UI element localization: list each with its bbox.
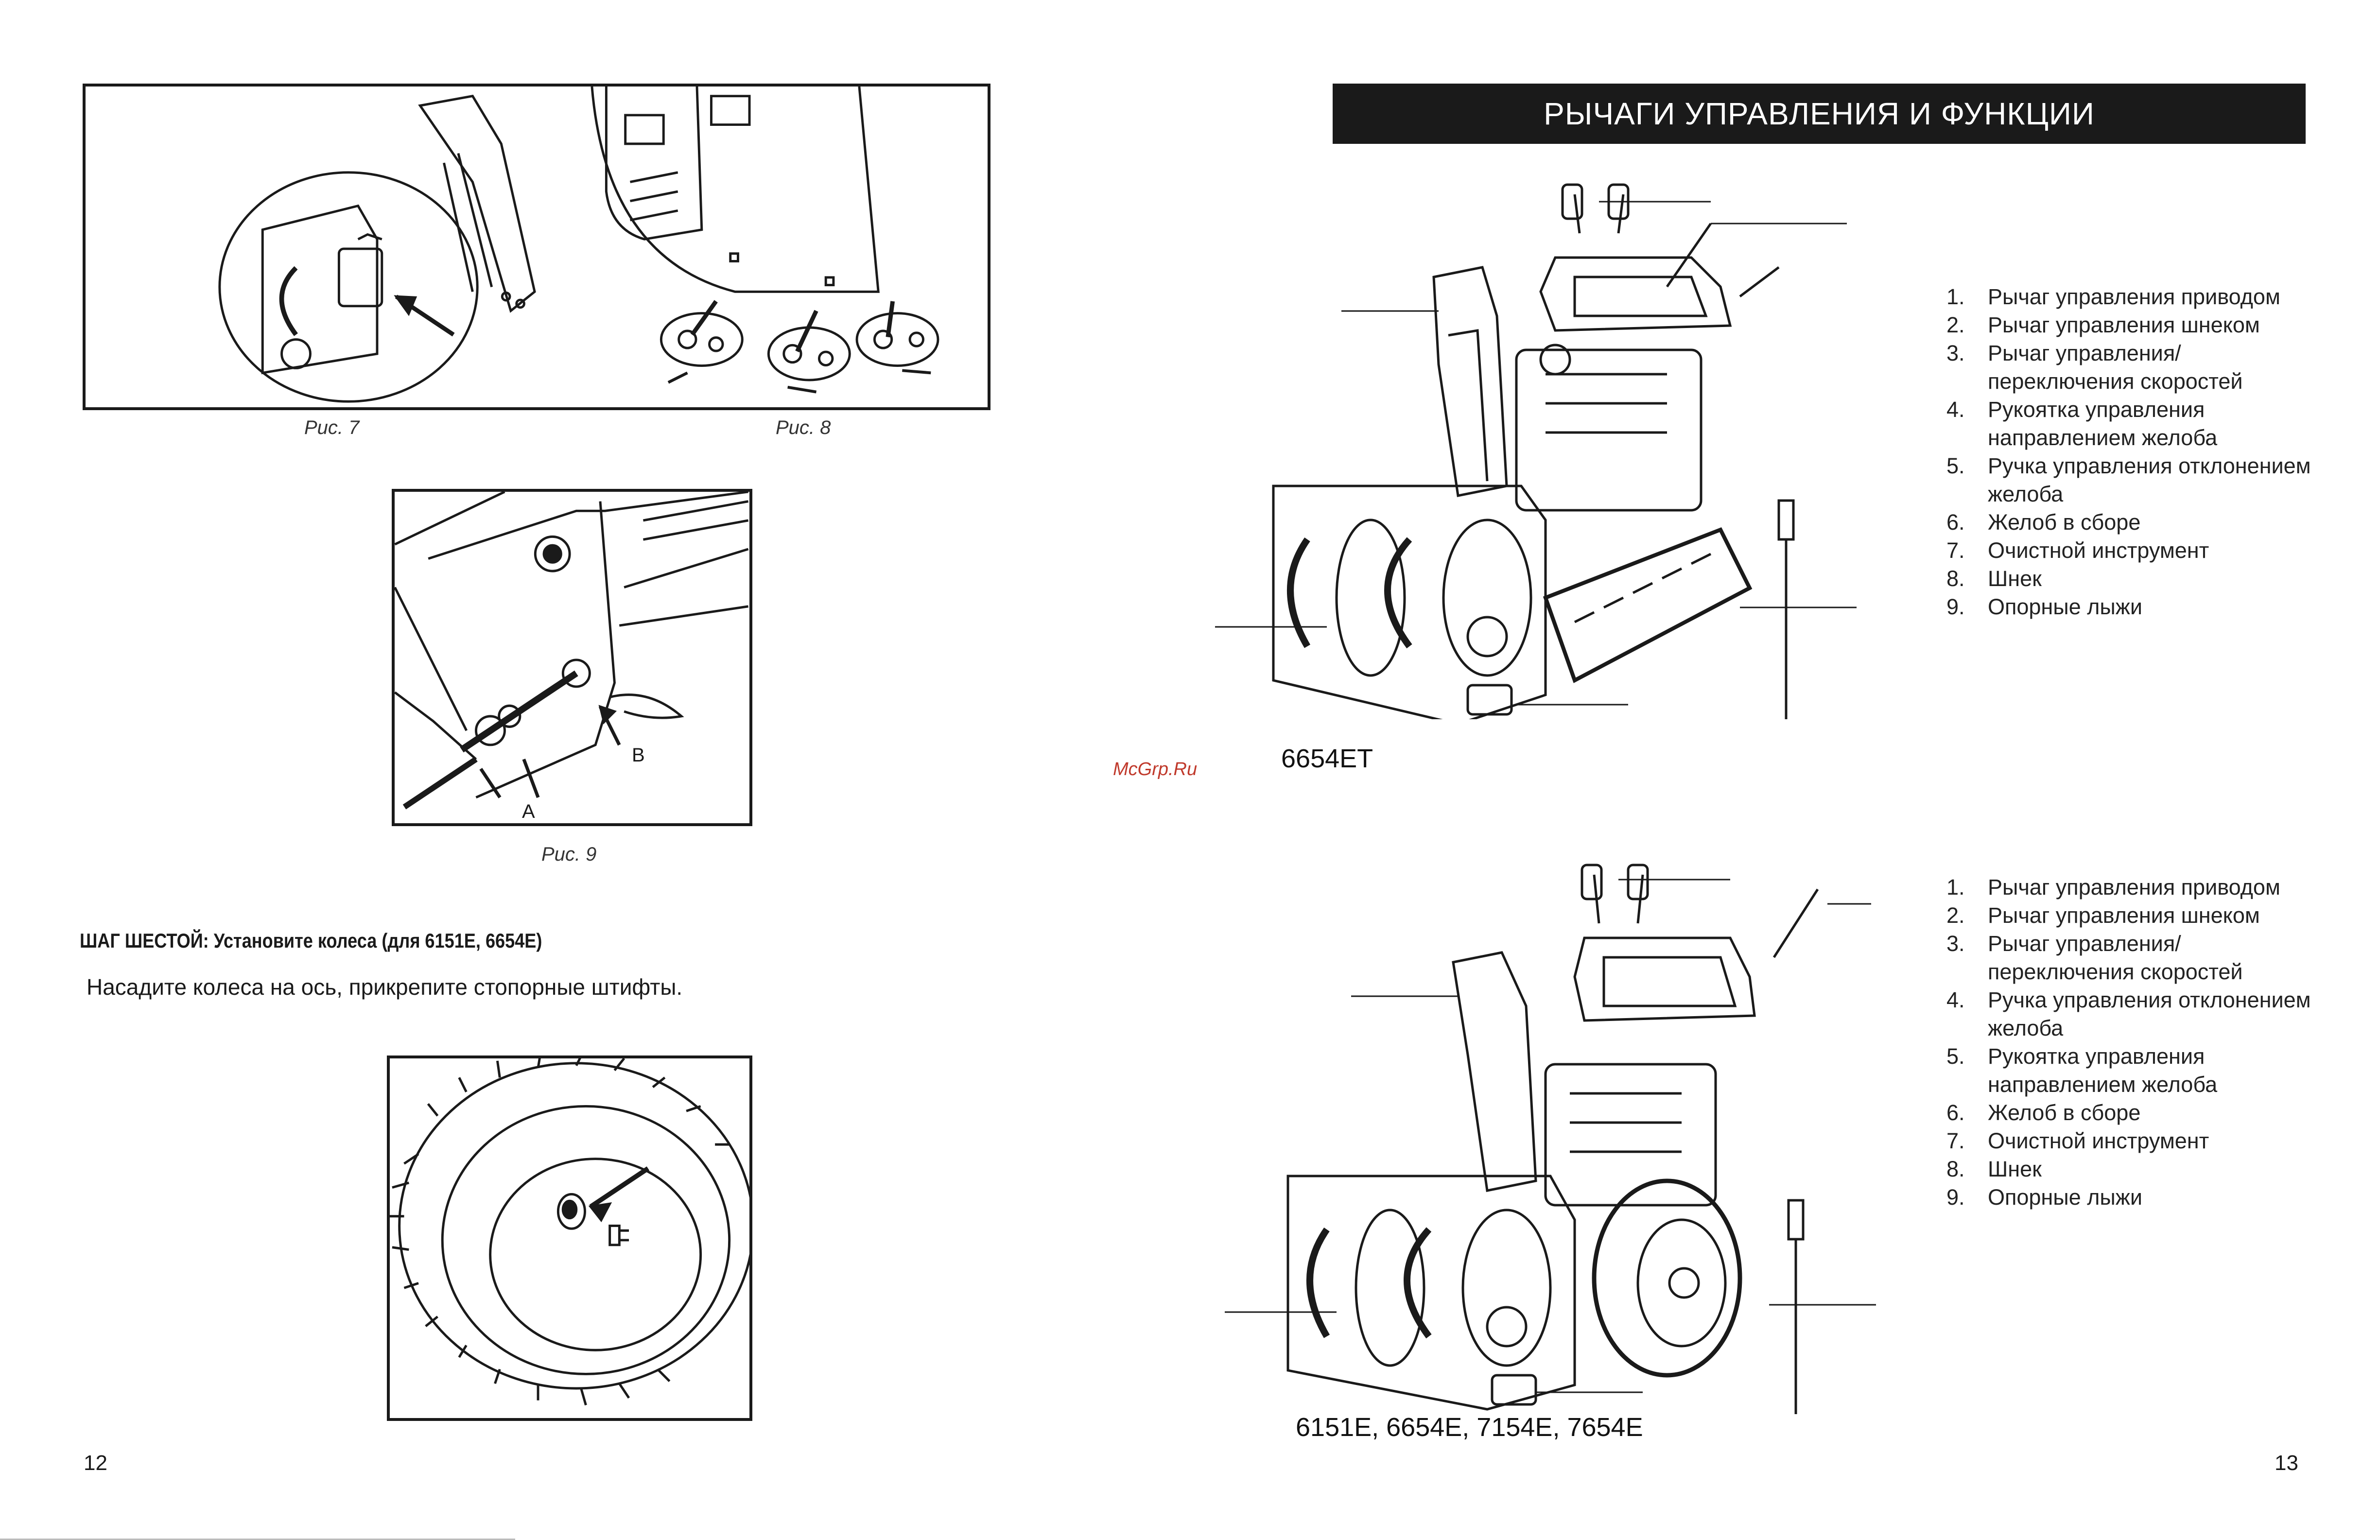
wheel-drawing (390, 1058, 749, 1406)
fig7-caption: Рис. 7 (304, 417, 360, 438)
legend-item: 5. Ручка управления отклонением желоба (1946, 452, 2316, 508)
legend-item: 9. Опорные лыжи (1946, 593, 2316, 621)
legend-item: 7. Очистной инструмент (1946, 1127, 2316, 1155)
banner-title: РЫЧАГИ УПРАВЛЕНИЯ И ФУНКЦИИ (1544, 96, 2095, 131)
legend-item-text: Очистной инструмент (1988, 1128, 2209, 1153)
legend-item-number: 5. (1946, 453, 1965, 478)
legend-item-number: 6. (1946, 1100, 1965, 1125)
fig9-label-b: B (632, 744, 645, 766)
step-six-body: Насадите колеса на ось, прикрепите стопо… (87, 974, 683, 1000)
legend-item-number: 7. (1946, 538, 1965, 563)
legend-item-number: 8. (1946, 566, 1965, 591)
legend-item-text: Рукоятка управления направлением желоба (1988, 397, 2218, 450)
model-bottom-label: 6151E, 6654E, 7154E, 7654E (1296, 1413, 1643, 1442)
legend-item-number: 3. (1946, 341, 1965, 365)
legend-item-text: Рычаг управления шнеком (1988, 312, 2260, 337)
wheel-illustration (387, 1056, 752, 1421)
legend-item: 2. Рычаг управления шнеком (1946, 311, 2316, 339)
legend-item: 7. Очистной инструмент (1946, 536, 2316, 565)
legend-item-number: 4. (1946, 397, 1965, 422)
legend-bottom: 1. Рычаг управления приводом 2. Рычаг управ… (1946, 873, 2316, 1211)
legend-item-number: 3. (1946, 931, 1965, 956)
figure-7-8-drawing (218, 87, 939, 403)
legend-item-number: 2. (1946, 312, 1965, 337)
legend-item: 3. Рычаг управления/ переключения скорост… (1946, 930, 2316, 986)
legend-item: 6. Желоб в сборе (1946, 1099, 2316, 1127)
fig9-label-a: A (522, 801, 535, 822)
fig8-caption: Рис. 8 (776, 417, 831, 438)
section-banner: РЫЧАГИ УПРАВЛЕНИЯ И ФУНКЦИИ (1333, 84, 2306, 144)
legend-item-text: Рычаг управления приводом (1988, 875, 2280, 900)
legend-item-text: Опорные лыжи (1988, 594, 2142, 619)
legend-item: 8. Шнек (1946, 1155, 2316, 1183)
model-top-label: 6654ET (1281, 744, 1373, 773)
right-page-number: 13 (2275, 1451, 2298, 1475)
legend-item-text: Рукоятка управления направлением желоба (1988, 1044, 2218, 1097)
legend-item-text: Рычаг управления/ переключения скоростей (1988, 931, 2243, 984)
legend-item-number: 9. (1946, 594, 1965, 619)
legend-item-text: Ручка управления отклонением желоба (1988, 453, 2311, 506)
legend-item-text: Ручка управления отклонением желоба (1988, 987, 2311, 1040)
legend-item: 4. Рукоятка управления направлением желоб… (1946, 396, 2316, 452)
left-page-number: 12 (84, 1451, 107, 1475)
legend-item: 4. Ручка управления отклонением желоба (1946, 986, 2316, 1042)
legend-item-number: 1. (1946, 284, 1965, 309)
legend-item-number: 5. (1946, 1044, 1965, 1069)
legend-item-text: Желоб в сборе (1988, 1100, 2141, 1125)
legend-item: 6. Желоб в сборе (1946, 508, 2316, 536)
legend-item: 5. Рукоятка управления направлением желоб… (1946, 1042, 2316, 1099)
legend-item-number: 8. (1946, 1157, 1965, 1181)
legend-item-text: Шнек (1988, 1157, 2042, 1181)
fig9-caption: Рис. 9 (541, 844, 597, 865)
legend-item-text: Желоб в сборе (1988, 510, 2141, 535)
watermark: McGrp.Ru (1113, 759, 1198, 779)
figure-9-illustration: A B (392, 489, 752, 826)
legend-item-number: 7. (1946, 1128, 1965, 1153)
snowblower-wheeled-drawing (1225, 864, 1876, 1414)
figure-9-drawing (395, 492, 749, 810)
step-six-title: ШАГ ШЕСТОЙ: Установите колеса (для 6151E… (80, 929, 542, 952)
figure-7-8-illustration (83, 84, 990, 410)
legend-item: 2. Рычаг управления шнеком (1946, 901, 2316, 930)
legend-item-text: Шнек (1988, 566, 2042, 591)
legend-item: 9. Опорные лыжи (1946, 1183, 2316, 1211)
legend-item-number: 1. (1946, 875, 1965, 900)
legend-item: 3. Рычаг управления/ переключения скорост… (1946, 339, 2316, 396)
legend-item-number: 6. (1946, 510, 1965, 535)
bottom-rule (0, 1539, 515, 1540)
legend-item-text: Рычаг управления/ переключения скоростей (1988, 341, 2243, 394)
legend-item-text: Рычаг управления шнеком (1988, 903, 2260, 928)
legend-item-number: 9. (1946, 1185, 1965, 1210)
legend-item: 1. Рычаг управления приводом (1946, 873, 2316, 901)
legend-item-number: 2. (1946, 903, 1965, 928)
legend-item-text: Очистной инструмент (1988, 538, 2209, 563)
legend-item-text: Опорные лыжи (1988, 1185, 2142, 1210)
legend-item: 8. Шнек (1946, 565, 2316, 593)
legend-item: 1. Рычаг управления приводом (1946, 283, 2316, 311)
legend-top: 1. Рычаг управления приводом 2. Рычаг управ… (1946, 283, 2316, 621)
snowblower-tracked-drawing (1215, 183, 1857, 719)
legend-item-number: 4. (1946, 987, 1965, 1012)
legend-item-text: Рычаг управления приводом (1988, 284, 2280, 309)
